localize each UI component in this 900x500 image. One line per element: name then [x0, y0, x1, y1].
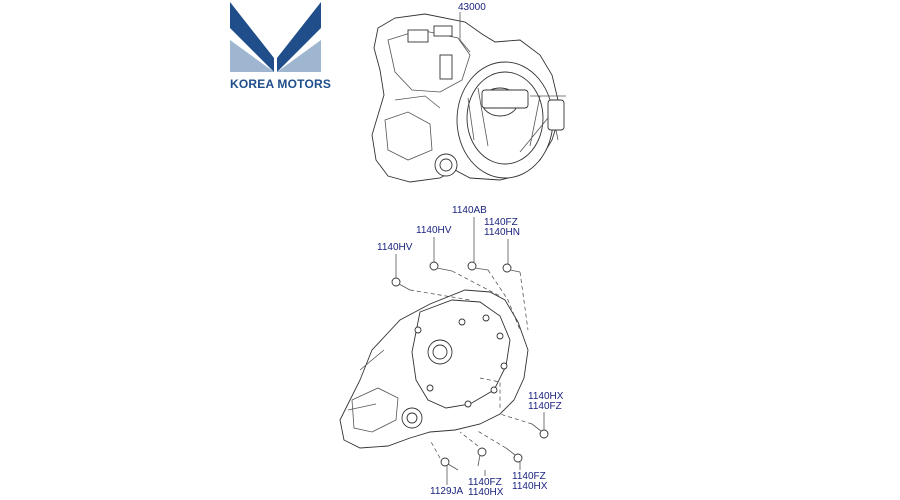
- bolt-callout-7: 1140FZ 1140HX: [468, 478, 503, 498]
- callout-line: 1140FZ: [528, 401, 562, 412]
- bolt-callout-4: 1140HV: [377, 243, 412, 253]
- callout-line: 1140HX: [528, 391, 564, 402]
- callout-line: 1140AB: [452, 205, 487, 216]
- callout-line: 1140HV: [377, 242, 413, 253]
- callout-line: 1140HV: [416, 225, 452, 236]
- bolt-callout-2: 1140FZ 1140HN: [484, 218, 520, 238]
- callout-line: 1140FZ: [484, 217, 518, 228]
- bolt: [429, 261, 453, 272]
- bolt-callout-1: 1140AB: [452, 206, 487, 216]
- callout-line: 1140HN: [484, 227, 520, 238]
- bolt: [505, 447, 523, 463]
- part-label-43000: 43000: [458, 2, 486, 13]
- bolt-callout-8: 1129JA: [430, 487, 463, 497]
- bolt: [502, 263, 521, 273]
- callout-line: 1129JA: [430, 486, 464, 497]
- korea-motors-logo: [230, 2, 321, 72]
- bolt-callout-5: 1140HX 1140FZ: [528, 392, 563, 412]
- bolt: [391, 277, 411, 291]
- logo-wordmark: KOREA MOTORS: [230, 77, 332, 91]
- transmission-assembly-drawing: [371, 12, 566, 183]
- transmission-case-drawing: [339, 289, 529, 449]
- bolt: [531, 423, 549, 439]
- bolt-callout-3: 1140HV: [416, 226, 451, 236]
- leader-lines: [395, 217, 545, 485]
- callout-line: 1140HX: [468, 487, 504, 498]
- callout-line: 1140FZ: [468, 477, 502, 488]
- bolt-callout-6: 1140FZ 1140HX: [512, 472, 547, 492]
- bolt: [440, 457, 459, 471]
- callout-line: 1140FZ: [512, 471, 546, 482]
- bolt: [477, 447, 487, 467]
- callout-line: 1140HX: [512, 481, 548, 492]
- bolts: [391, 261, 549, 471]
- bolt: [467, 261, 489, 271]
